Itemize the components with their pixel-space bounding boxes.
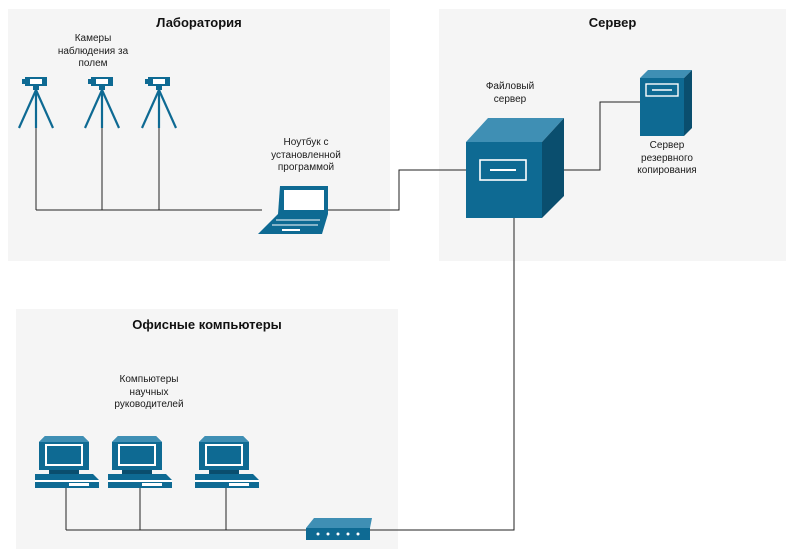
computer-2-icon	[108, 436, 172, 488]
zone-laboratory-title: Лаборатория	[156, 15, 242, 30]
camera-3-icon	[140, 75, 178, 130]
camera-2-icon	[83, 75, 121, 130]
laptop-icon	[258, 186, 328, 234]
backup-server-icon	[640, 70, 692, 136]
office-wires	[65, 488, 306, 531]
network-switch-icon	[306, 518, 372, 540]
camera-1-icon	[17, 75, 55, 130]
zone-office: Офисные компьютеры	[16, 309, 398, 549]
lab-wires	[35, 122, 466, 211]
zone-server-title: Сервер	[588, 15, 637, 30]
server-wires	[370, 101, 640, 531]
file-server-label: Файловый сервер	[485, 81, 535, 105]
backup-server-label: Сервер резервного копирования	[637, 140, 697, 176]
computers-label: Компьютеры научных руководителей	[114, 374, 184, 410]
computer-3-icon	[195, 436, 259, 488]
zone-office-title: Офисные компьютеры	[132, 317, 282, 332]
laptop-label: Ноутбук с установленной программой	[271, 137, 341, 173]
computer-1-icon	[35, 436, 99, 488]
file-server-icon	[466, 118, 564, 218]
cameras-label: Камеры наблюдения за полем	[57, 33, 129, 69]
